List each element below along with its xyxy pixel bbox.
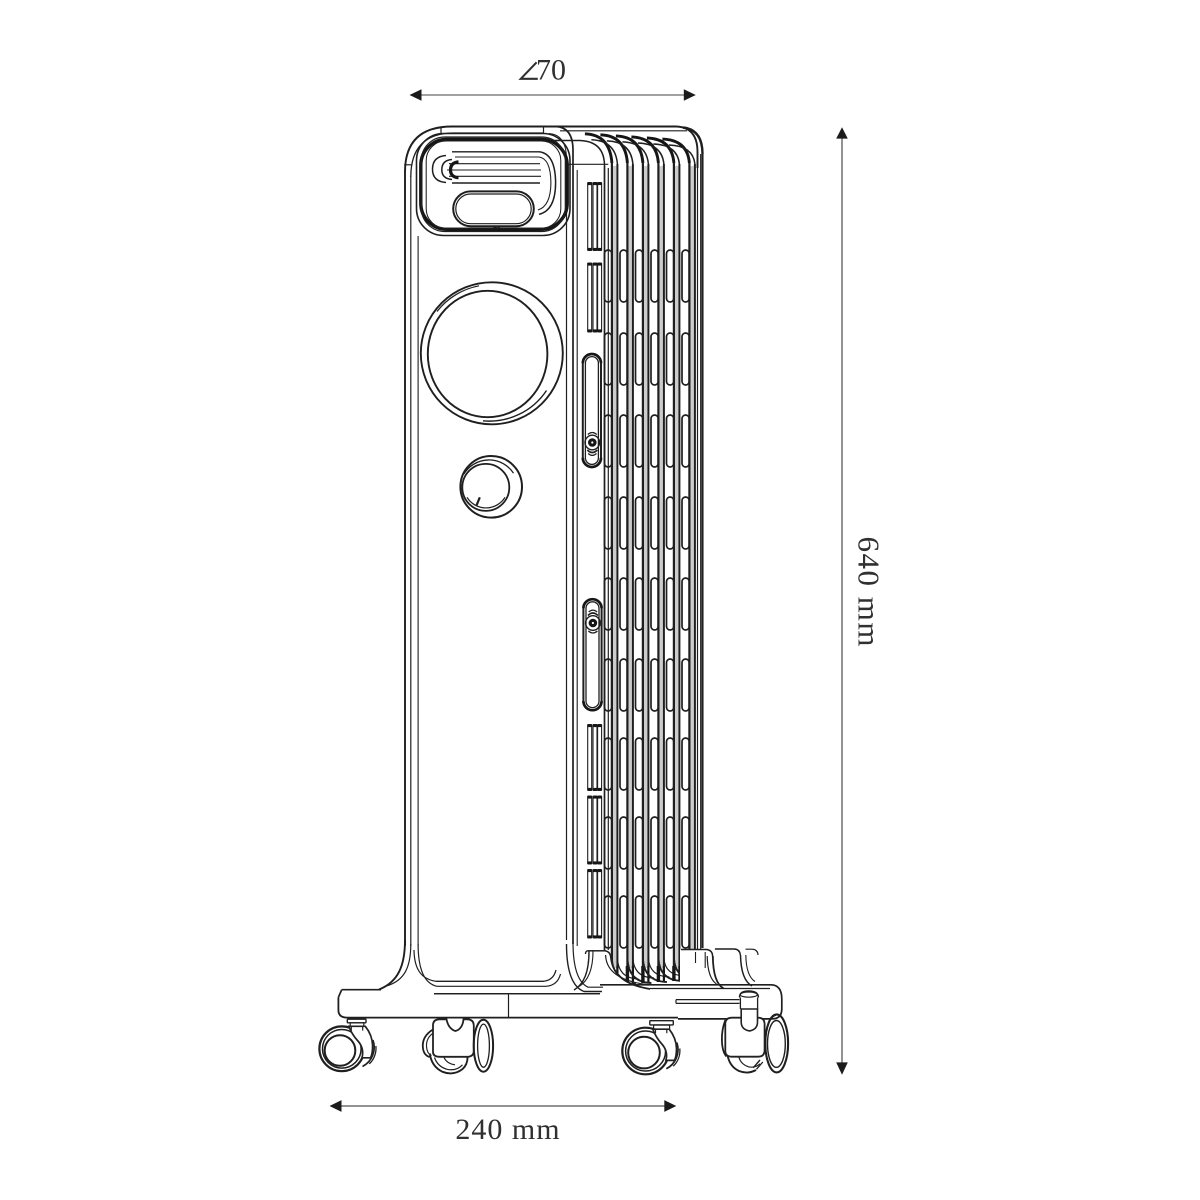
svg-text:640 mm: 640 mm — [852, 537, 887, 648]
svg-text:70: 70 — [536, 54, 566, 87]
svg-text:240 mm: 240 mm — [455, 1113, 560, 1146]
